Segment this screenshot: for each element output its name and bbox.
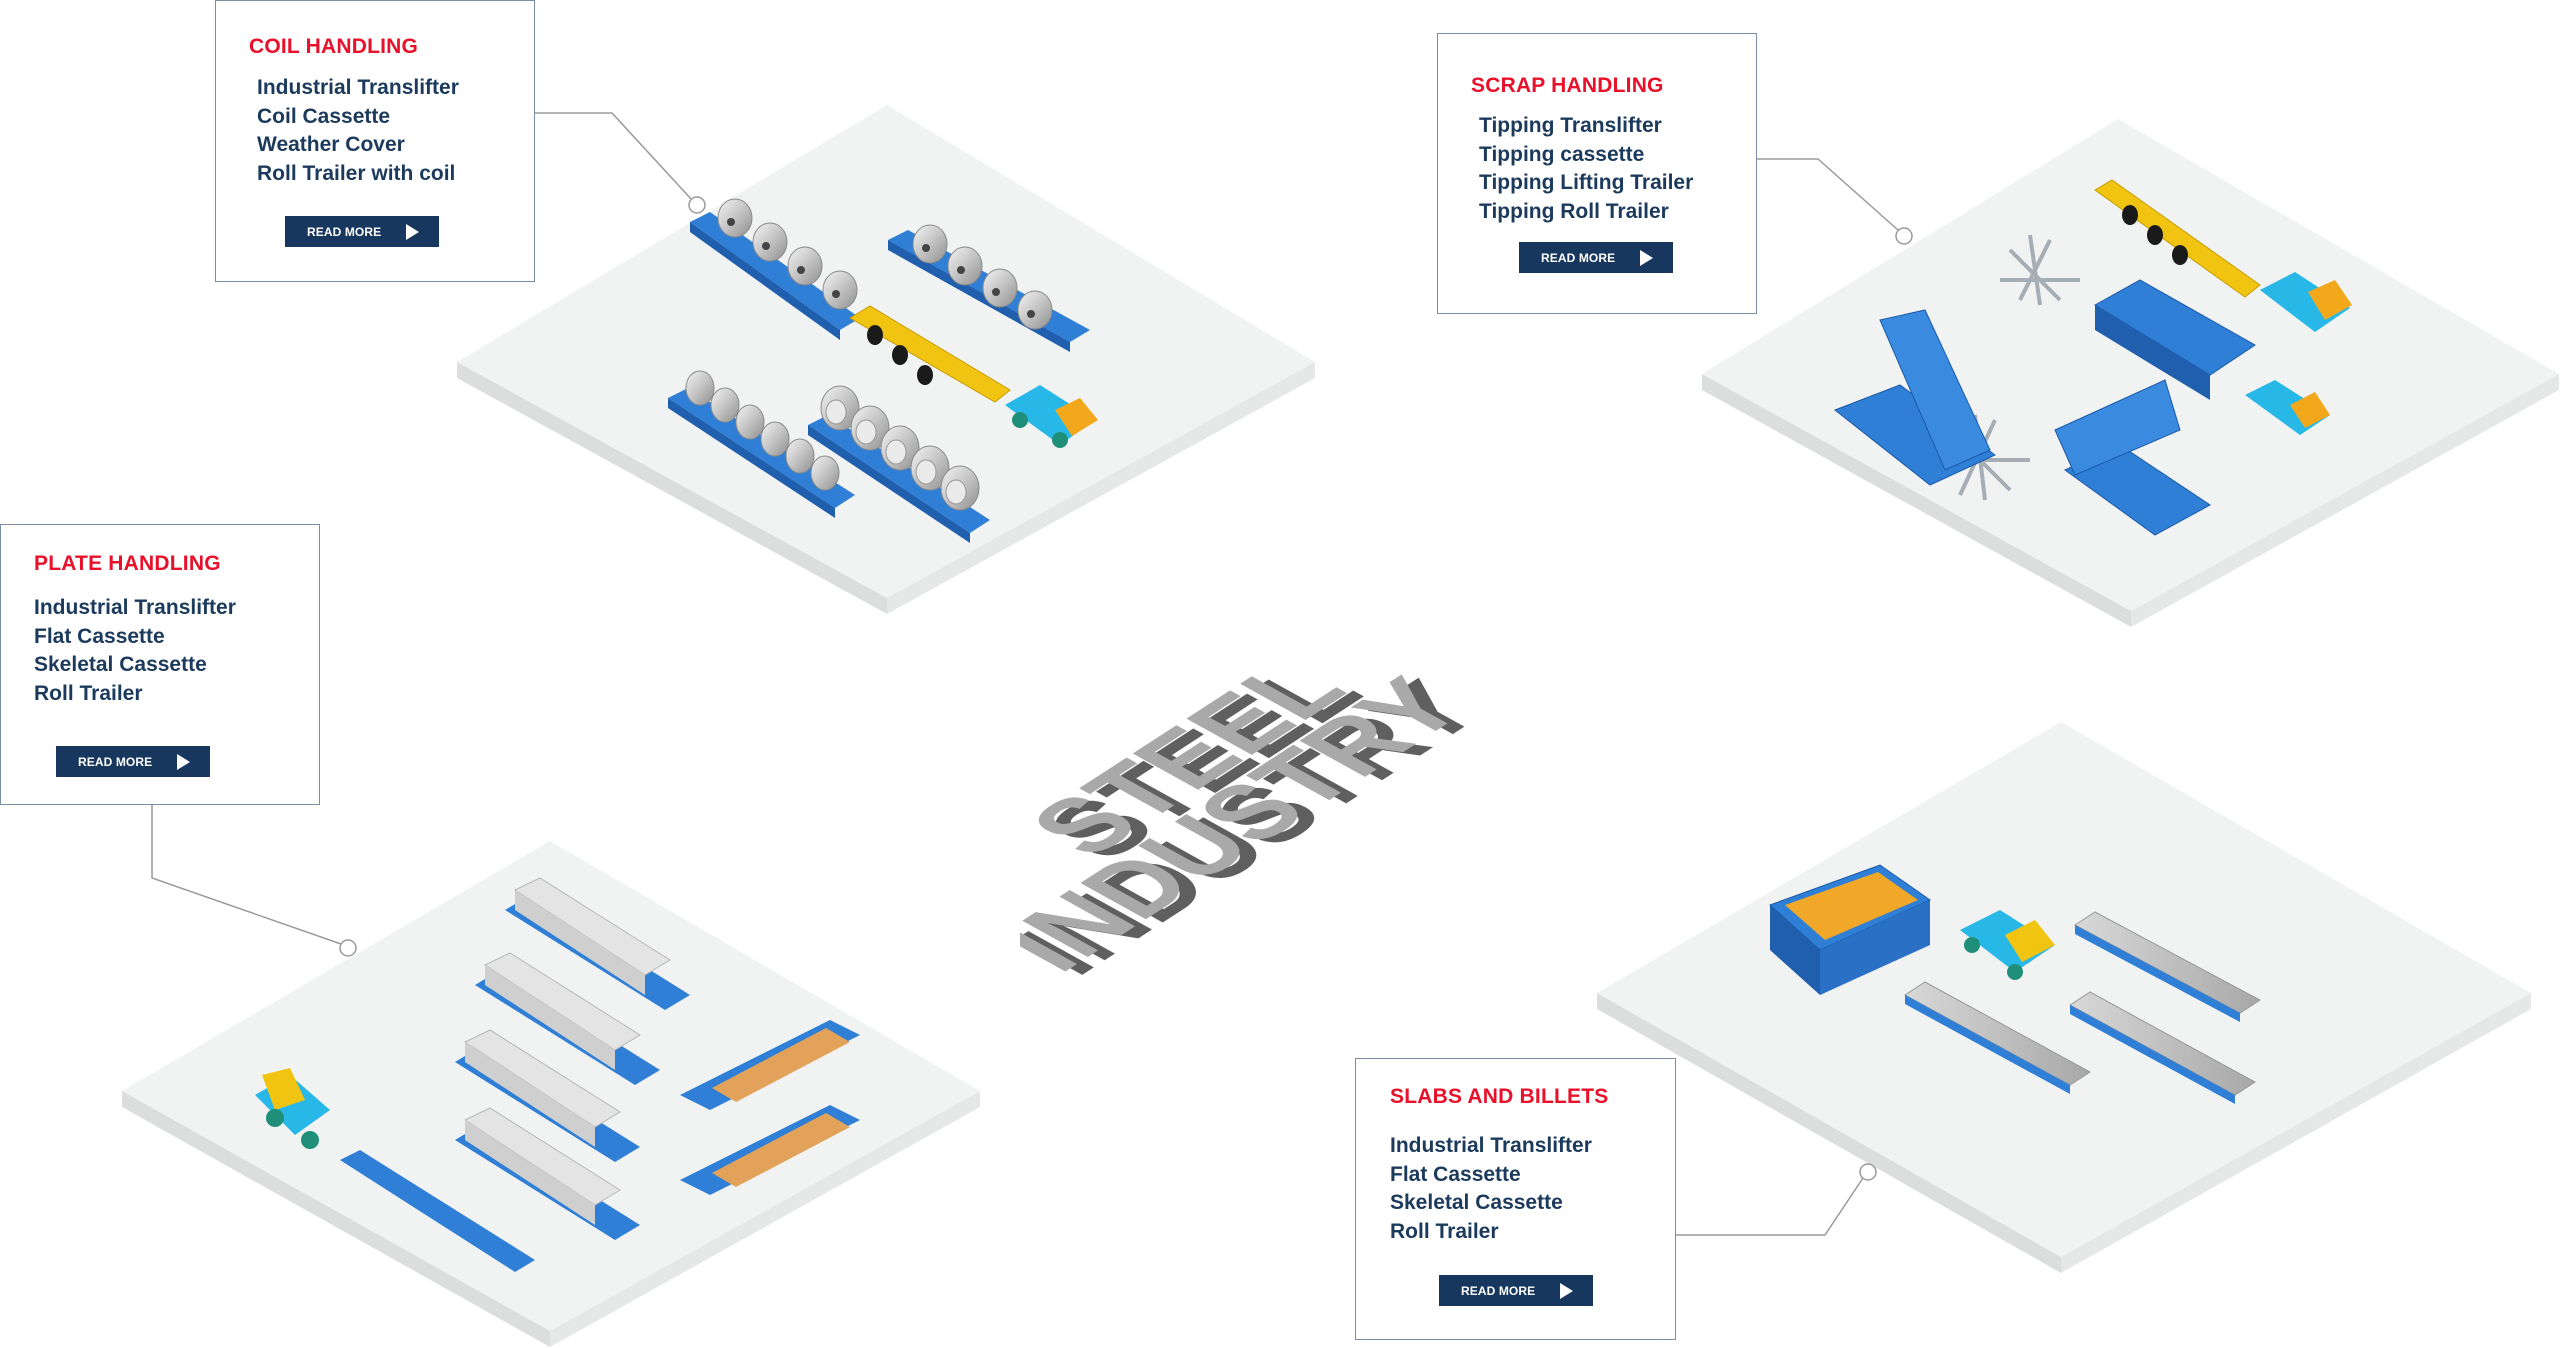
list-item: Flat Cassette	[34, 624, 165, 648]
button-label: READ MORE	[1541, 250, 1616, 265]
slab-cassette	[2069, 991, 2256, 1104]
plate-handling-card: PLATE HANDLING Industrial Translifter Fl…	[0, 524, 320, 805]
list-item: Industrial Translifter	[34, 596, 236, 619]
scrap-read-more-button[interactable]: READ MORE	[1519, 242, 1673, 273]
slab-cassette	[1904, 981, 2091, 1094]
card-title: COIL HANDLING	[249, 35, 419, 58]
list-item: Coil Cassette	[257, 104, 391, 128]
coil-leader-line	[535, 112, 706, 214]
list-item: Tipping Lifting Trailer	[1479, 171, 1694, 194]
plate-stack	[455, 1029, 640, 1162]
list-item: Flat Cassette	[1390, 1162, 1521, 1186]
list-item: Roll Trailer with coil	[257, 161, 456, 185]
list-item: Industrial Translifter	[1390, 1134, 1592, 1157]
steel-industry-heading: STEEL STEEL INDUSTRY INDUSTRY	[1020, 644, 1506, 990]
slab-cassette	[2074, 911, 2261, 1022]
coil-handling-card: COIL HANDLING Industrial Translifter Coi…	[215, 0, 535, 282]
product-list: Industrial Translifter Coil Cassette Wea…	[257, 74, 459, 188]
product-list: Tipping Translifter Tipping cassette Tip…	[1479, 112, 1693, 226]
list-item: Weather Cover	[257, 133, 405, 156]
flat-cassette	[680, 1020, 860, 1110]
card-title: SLABS AND BILLETS	[1390, 1085, 1609, 1108]
scrap-equipment	[1834, 179, 2352, 536]
plate-equipment	[255, 877, 860, 1272]
slabs-and-billets-card: SLABS AND BILLETS Industrial Translifter…	[1355, 1058, 1676, 1340]
coil-read-more-button[interactable]: READ MORE	[285, 216, 439, 247]
coil-platform	[457, 105, 1315, 614]
scrap-handling-card: SCRAP HANDLING Tipping Translifter Tippi…	[1437, 33, 1757, 314]
slab-read-more-button[interactable]: READ MORE	[1439, 1275, 1593, 1306]
list-item: Roll Trailer	[34, 681, 143, 705]
play-triangle-icon	[1640, 250, 1653, 266]
list-item: Roll Trailer	[1390, 1219, 1499, 1243]
card-title: PLATE HANDLING	[34, 552, 221, 575]
flat-cassette	[680, 1105, 860, 1195]
play-triangle-icon	[177, 754, 190, 770]
list-item: Tipping Translifter	[1479, 114, 1662, 137]
list-item: Tipping Roll Trailer	[1479, 199, 1669, 223]
slab-leader-line	[1676, 1163, 1877, 1236]
plate-stack	[475, 952, 660, 1085]
button-label: READ MORE	[307, 224, 382, 239]
card-title: SCRAP HANDLING	[1471, 74, 1664, 97]
list-item: Skeletal Cassette	[34, 653, 207, 676]
coil-equipment	[668, 198, 1098, 543]
play-triangle-icon	[1560, 1283, 1573, 1299]
list-item: Skeletal Cassette	[1390, 1191, 1563, 1214]
product-list: Industrial Translifter Flat Cassette Ske…	[1390, 1132, 1592, 1246]
plate-leader-line	[151, 805, 357, 957]
plate-stack	[455, 1107, 640, 1240]
product-list: Industrial Translifter Flat Cassette Ske…	[34, 594, 236, 708]
scrap-leader-line	[1757, 158, 1913, 245]
slab-equipment	[1769, 864, 2261, 1104]
button-label: READ MORE	[1461, 1283, 1536, 1298]
slab-platform	[1597, 722, 2531, 1273]
play-triangle-icon	[406, 224, 419, 240]
list-item: Industrial Translifter	[257, 76, 459, 99]
scrap-platform	[1702, 119, 2559, 627]
plate-read-more-button[interactable]: READ MORE	[56, 746, 210, 777]
button-label: READ MORE	[78, 754, 153, 769]
plate-stack	[505, 877, 690, 1010]
list-item: Tipping cassette	[1479, 142, 1645, 166]
